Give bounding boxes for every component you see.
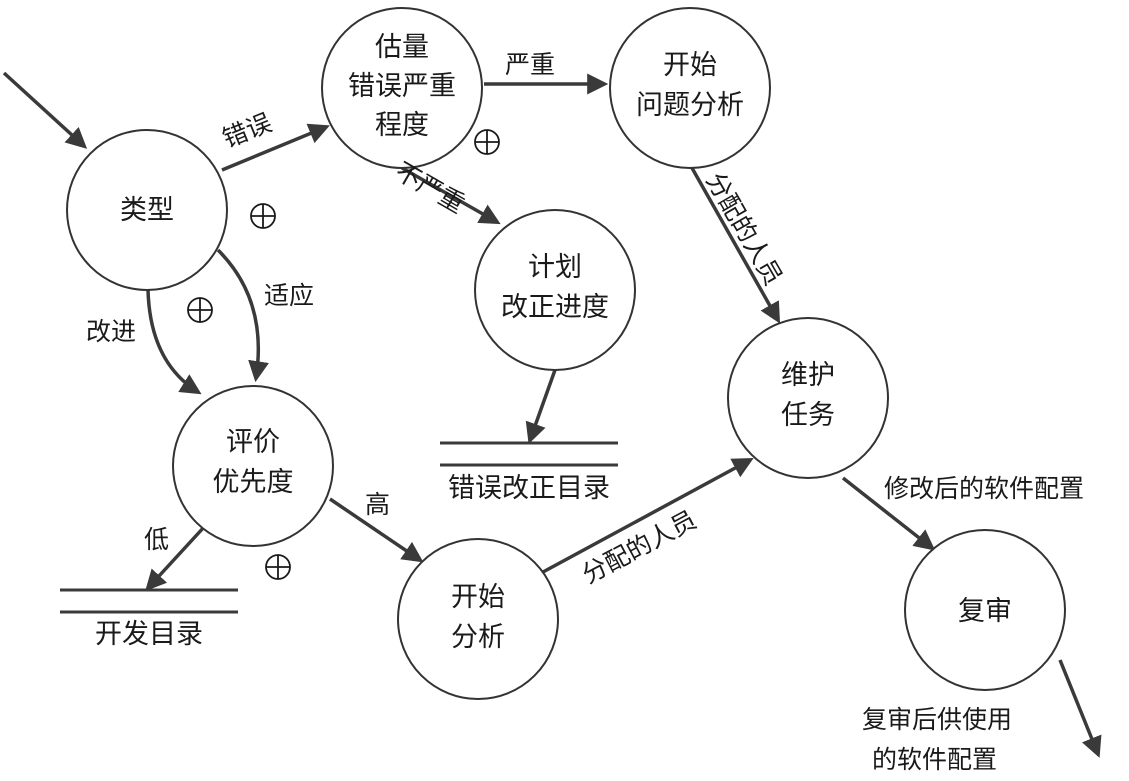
xor-symbol xyxy=(474,129,500,155)
arrow-entry xyxy=(2,71,88,149)
edge-label-adapt: 适应 xyxy=(264,281,314,310)
node-evaluate: 评价 优先度 xyxy=(172,385,334,547)
node-start-analysis-line2: 分析 xyxy=(451,622,505,653)
edge-label-not-serious: 不严重 xyxy=(390,156,469,219)
node-plan-line2: 改正进度 xyxy=(501,292,609,323)
edge-label-high: 高 xyxy=(365,490,390,519)
node-maintain-line2: 任务 xyxy=(781,400,835,431)
node-maintain: 维护 任务 xyxy=(727,317,889,479)
node-review-label: 复审 xyxy=(958,596,1012,627)
node-type: 类型 xyxy=(66,129,228,291)
node-evaluate-line1: 评价 xyxy=(226,427,280,458)
arrow-type-to-evaluate-improve xyxy=(146,289,202,395)
arrow-plan-to-error-catalog xyxy=(525,369,557,444)
edge-label-reviewed-config-line2: 的软件配置 xyxy=(872,745,997,774)
edge-label-improve: 改进 xyxy=(86,317,136,346)
node-estimate-line3: 程度 xyxy=(375,110,429,141)
edge-label-assigned-staff-top: 分配的人员 xyxy=(700,168,788,291)
xor-symbol xyxy=(250,203,276,229)
store-error-catalog: 错误改正目录 xyxy=(440,441,618,504)
edge-label-modified-config: 修改后的软件配置 xyxy=(884,474,1084,503)
node-start-problem-line2: 问题分析 xyxy=(636,90,744,121)
edge-label-error: 错误 xyxy=(218,108,275,154)
arrow-maintain-to-review xyxy=(841,476,936,551)
xor-symbol xyxy=(265,554,291,580)
edge-label-reviewed-config-line1: 复审后供使用 xyxy=(862,705,1012,734)
store-dev-catalog: 开发目录 xyxy=(60,588,238,650)
store-error-catalog-label: 错误改正目录 xyxy=(448,473,610,504)
arrow-type-to-estimate xyxy=(221,123,330,172)
xor-symbol xyxy=(187,297,213,323)
node-plan-line1: 计划 xyxy=(528,252,582,283)
node-plan: 计划 改正进度 xyxy=(474,209,636,371)
node-review: 复审 xyxy=(904,529,1066,691)
node-start-analysis: 开始 分析 xyxy=(397,538,559,700)
node-estimate: 估量 错误严重 程度 xyxy=(321,7,483,169)
arrow-evaluate-to-dev-catalog xyxy=(145,524,207,592)
node-estimate-line2: 错误严重 xyxy=(348,71,456,102)
arrow-evaluate-to-start-analysis xyxy=(329,497,424,563)
arrow-type-to-evaluate-adapt xyxy=(216,248,269,383)
arrow-review-exit xyxy=(1058,659,1102,758)
node-start-problem-line1: 开始 xyxy=(663,50,717,81)
edge-label-low: 低 xyxy=(144,525,169,554)
node-evaluate-line2: 优先度 xyxy=(213,467,294,498)
edge-label-serious: 严重 xyxy=(505,50,555,79)
arrow-start-analysis-to-maintain xyxy=(542,458,754,574)
node-start-analysis-line1: 开始 xyxy=(451,582,505,613)
edge-label-assigned-staff-bottom: 分配的人员 xyxy=(577,505,701,589)
arrow-start-problem-to-maintain xyxy=(690,167,781,324)
store-dev-catalog-label: 开发目录 xyxy=(95,619,203,650)
node-estimate-line1: 估量 xyxy=(375,32,429,63)
node-type-label: 类型 xyxy=(120,195,174,226)
node-start-problem: 开始 问题分析 xyxy=(609,7,771,169)
arrow-estimate-to-plan xyxy=(401,166,501,225)
node-maintain-line1: 维护 xyxy=(781,360,835,391)
